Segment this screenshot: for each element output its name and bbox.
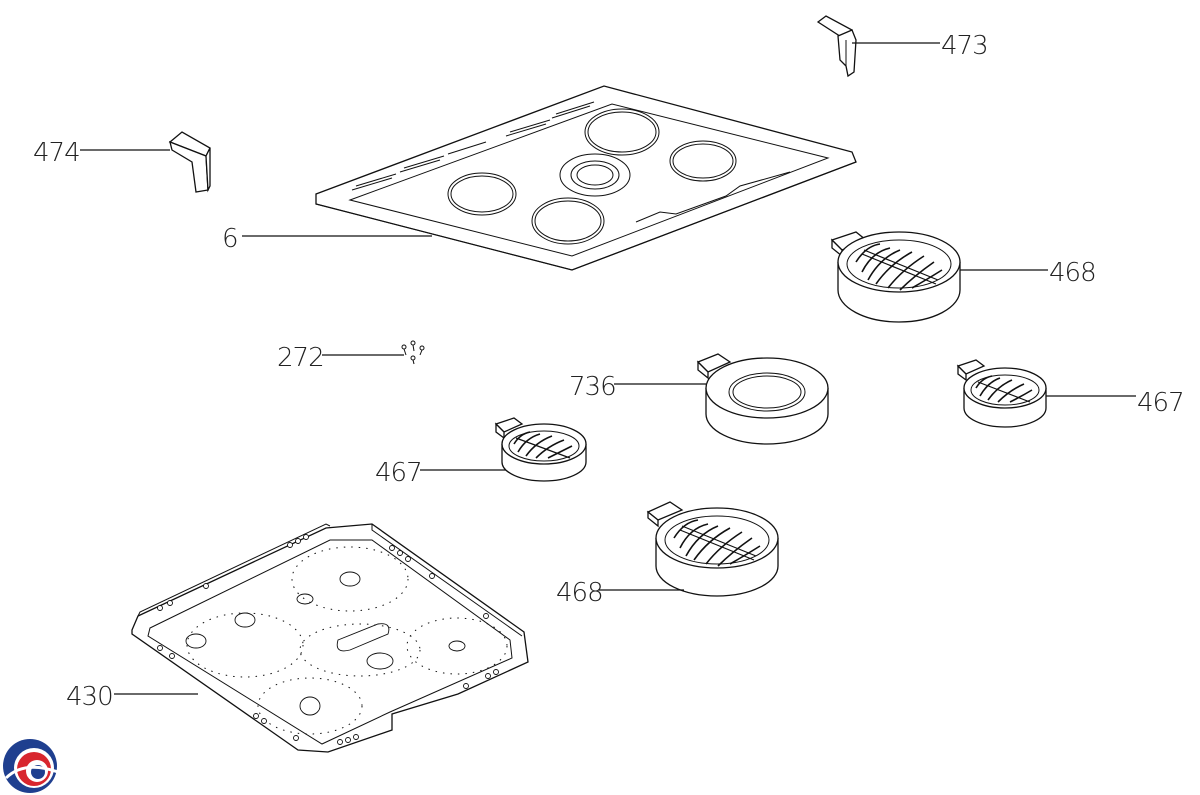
label-473: 473	[941, 31, 988, 61]
part-474-bracket	[168, 131, 211, 193]
brand-logo-icon	[3, 739, 59, 793]
label-474: 474	[33, 138, 80, 168]
label-736: 736	[569, 372, 616, 402]
part-473-bracket	[816, 15, 857, 78]
label-272: 272	[277, 343, 324, 373]
part-736-element	[696, 353, 829, 445]
label-468-lower: 468	[556, 578, 603, 608]
part-430-support-plate	[131, 523, 529, 753]
part-468-element-upper	[830, 231, 961, 323]
label-430: 430	[66, 682, 113, 712]
label-468-upper: 468	[1049, 258, 1096, 288]
part-468-element-lower	[646, 501, 779, 597]
part-467-element-left	[494, 417, 587, 482]
label-467-right: 467	[1137, 388, 1184, 418]
part-6-glass-top	[315, 85, 857, 271]
label-467-left: 467	[375, 458, 422, 488]
part-272-screws	[401, 340, 425, 365]
label-6: 6	[222, 224, 238, 254]
part-467-element-right	[956, 359, 1047, 428]
